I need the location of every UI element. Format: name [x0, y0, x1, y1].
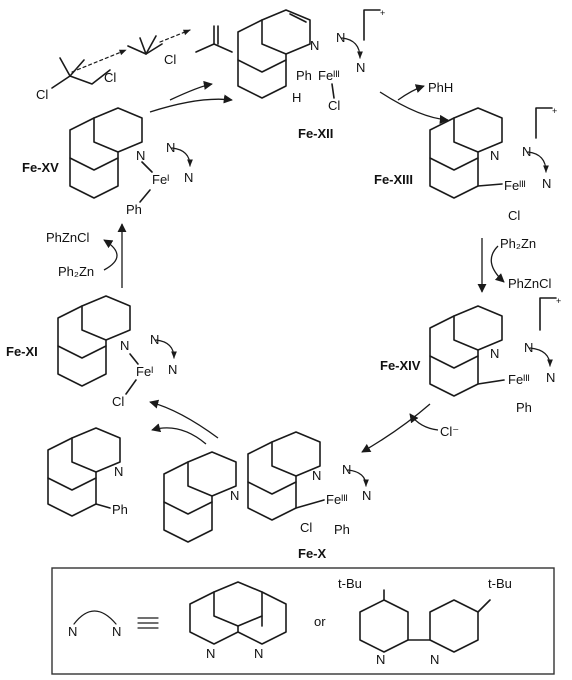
legend-or: or	[314, 614, 326, 629]
atom-n: N	[542, 176, 551, 191]
atom-cl: Cl	[328, 98, 340, 113]
complex-fe-xi: N Feᴵ N N Cl Fe-XI	[6, 295, 177, 409]
label-fe-xiii: Fe-XIII	[374, 172, 413, 187]
atom-n: N	[254, 646, 263, 661]
atom-fe: Feᴵ	[152, 172, 169, 187]
arrow-to-fe-xii	[149, 94, 233, 113]
atom-n: N	[362, 488, 371, 503]
arrow-to-fe-x	[361, 403, 431, 453]
atom-n: N	[206, 646, 215, 661]
atom-n: N	[312, 468, 321, 483]
charge-plus: +	[556, 296, 561, 306]
atom-n: N	[524, 340, 533, 355]
arrow-to-fe-xi	[149, 399, 219, 439]
atom-fe: Feᴵᴵᴵ	[508, 372, 530, 387]
atom-n: N	[166, 140, 175, 155]
atom-ph: Ph	[516, 400, 532, 415]
atom-fe: Feᴵᴵᴵ	[318, 68, 340, 83]
isobutylene	[195, 25, 233, 53]
equivalence-sign	[137, 617, 159, 629]
reagent-chloride: Cl⁻	[440, 424, 459, 439]
atom-n: N	[490, 346, 499, 361]
atom-h: H	[292, 90, 301, 105]
atom-n: N	[336, 30, 345, 45]
atom-n: N	[376, 652, 385, 667]
atom-n: N	[230, 488, 239, 503]
atom-n: N	[136, 148, 145, 163]
label-fe-x: Fe-X	[298, 546, 327, 561]
reagent-phzncl-right: PhZnCl	[508, 276, 551, 291]
atom-n: N	[150, 332, 159, 347]
reagent-phh: PhH	[428, 80, 453, 95]
atom-n: N	[184, 170, 193, 185]
atom-n: N	[522, 144, 531, 159]
label-tbu: t-Bu	[338, 576, 362, 591]
atom-n: N	[68, 624, 77, 639]
atom-cl: Cl	[112, 394, 124, 409]
atom-n: N	[120, 338, 129, 353]
atom-cl: Cl	[300, 520, 312, 535]
arrow-chloride	[409, 413, 439, 431]
dichloro-substrate: Cl Cl Cl	[36, 29, 191, 102]
atom-n: N	[342, 462, 351, 477]
atom-n: N	[490, 148, 499, 163]
reagent-ph2zn-left: Ph₂Zn	[58, 264, 94, 279]
atom-ph: Ph	[296, 68, 312, 83]
bidentate-ligand-symbol	[73, 610, 117, 625]
arrow-release	[169, 80, 213, 101]
complex-fe-xii: N H Ph Feᴵᴵᴵ N N Cl + Fe-XII	[237, 8, 385, 141]
atom-n: N	[356, 60, 365, 75]
charge-plus: +	[552, 106, 557, 116]
phenyl-benzoquinoline-product: N Ph	[47, 427, 128, 517]
arrow-transmetalation	[490, 245, 505, 283]
atom-n: N	[114, 464, 123, 479]
label-fe-xv: Fe-XV	[22, 160, 59, 175]
reagent-phzncl-left: PhZnCl	[46, 230, 89, 245]
atom-fe: Feᴵᴵᴵ	[504, 178, 526, 193]
atom-n: N	[168, 362, 177, 377]
atom-cl: Cl	[36, 87, 48, 102]
reagent-ph2zn-right: Ph₂Zn	[500, 236, 536, 251]
atom-ph: Ph	[334, 522, 350, 537]
label-fe-xi: Fe-XI	[6, 344, 38, 359]
complex-fe-x: N Feᴵᴵᴵ N N Cl Ph Fe-X	[247, 431, 371, 561]
arrow-phh	[397, 84, 425, 101]
charge-plus: +	[380, 8, 385, 18]
complex-fe-xiii: N Feᴵᴵᴵ N N Cl + Fe-XIII	[374, 106, 557, 223]
phenanthroline-structure: N N	[189, 581, 287, 661]
atom-cl: Cl	[508, 208, 520, 223]
complex-fe-xv: N Feᴵ N N Ph Fe-XV	[22, 107, 193, 217]
arrow-transmetalation-left	[103, 239, 118, 271]
arrow-to-fe-xiii	[379, 91, 449, 124]
atom-fe: Feᴵ	[136, 364, 153, 379]
atom-n: N	[112, 624, 121, 639]
atom-n: N	[310, 38, 319, 53]
benzoquinoline-free: N	[163, 451, 239, 543]
arrow-product-release	[151, 423, 207, 445]
label-tbu: t-Bu	[488, 576, 512, 591]
label-fe-xii: Fe-XII	[298, 126, 333, 141]
atom-cl: Cl	[164, 52, 176, 67]
atom-fe: Feᴵᴵᴵ	[326, 492, 348, 507]
atom-ph: Ph	[126, 202, 142, 217]
atom-n: N	[546, 370, 555, 385]
di-tert-butyl-bipyridine-structure: t-Bu t-Bu N N	[338, 576, 512, 667]
ligand-legend: N N N N or t-Bu t-Bu N N	[51, 567, 555, 675]
atom-ph: Ph	[112, 502, 128, 517]
atom-cl: Cl	[104, 70, 116, 85]
label-fe-xiv: Fe-XIV	[380, 358, 421, 373]
atom-n: N	[430, 652, 439, 667]
complex-fe-xiv: N Feᴵᴵᴵ N N Ph + Fe-XIV	[380, 296, 561, 415]
